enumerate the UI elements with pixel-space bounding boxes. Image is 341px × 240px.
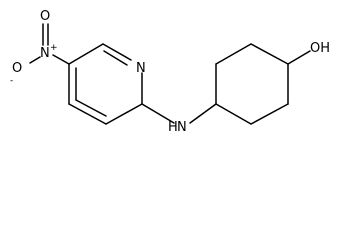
bonds xyxy=(29,23,311,125)
structure-diagram: O - N + O N N H OH xyxy=(10,9,330,135)
bond-cy-c6-c1 xyxy=(215,103,252,125)
bond-ring-c6-n1-inner xyxy=(103,50,128,66)
bond-cy-c3-c4 xyxy=(250,43,289,65)
bond-amine-cyclohexyl xyxy=(189,103,217,124)
bond-cy-c5-c6 xyxy=(250,103,289,125)
bond-cy-hydroxyl xyxy=(287,50,311,65)
bond-ring-c5-c6 xyxy=(68,43,104,65)
bond-nitro-n-ring xyxy=(52,54,70,65)
atom-n-nitro: N xyxy=(40,46,50,61)
atom-h-amine: H xyxy=(168,120,178,135)
bond-ring-c3-c4-inner xyxy=(75,99,107,117)
bond-nitro-n-o-left xyxy=(29,56,41,64)
atom-n-pyridine: N xyxy=(136,61,146,76)
bond-ring-amine xyxy=(141,103,175,124)
atom-o-nitro-top: O xyxy=(40,9,50,24)
charge-minus: - xyxy=(10,76,13,86)
bond-ring-c6-n1 xyxy=(102,43,132,61)
charge-plus: + xyxy=(50,43,58,53)
atom-oh: OH xyxy=(310,41,330,56)
bond-ring-c2-c3 xyxy=(105,103,143,125)
atom-n-amine: N xyxy=(177,120,187,135)
atom-labels: O - N + O N N H OH xyxy=(10,9,330,135)
atom-o-nitro-left: O xyxy=(12,61,22,76)
bond-cy-c2-c3 xyxy=(215,43,252,65)
bond-ring-c3-c4 xyxy=(68,103,107,125)
